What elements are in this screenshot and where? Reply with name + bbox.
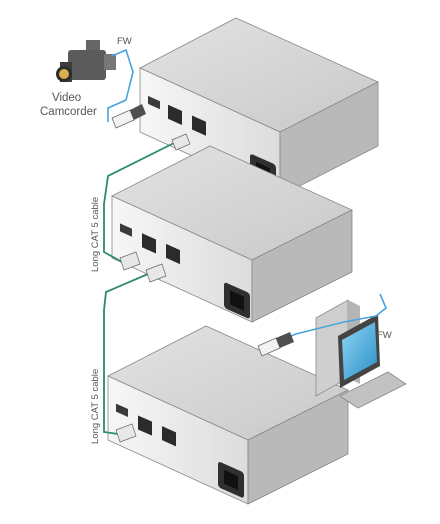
cat5-cable-lower [103,273,149,435]
rj45-port-out [162,426,176,447]
power-socket [218,462,244,498]
rj45-port-out [192,115,206,136]
cat5-cable-upper [103,141,177,263]
rj45-port-in [138,415,152,436]
extender-device-top [139,17,379,197]
extender-device-bottom [107,325,349,505]
rj45-port-in [168,104,182,126]
rj45-plug-upper-b [119,251,141,271]
rj45-plug-lower-a [145,263,167,283]
extender-device-middle [111,145,353,323]
device-side-panel [247,389,349,505]
rj45-plug-upper-a [171,133,191,151]
firewire-plug-top [111,104,146,129]
camcorder-icon [56,40,116,82]
rj45-port-in [142,233,156,254]
firewire-plug-pc [257,332,294,357]
device-side-panel [251,209,353,323]
cable-label-upper: Long CAT 5 cable [90,197,101,272]
camcorder-label-line2: Camcorder [40,106,97,118]
rj45-port-out [166,243,180,265]
hdmi-port [120,223,132,237]
firewire-cable-pc [285,293,387,339]
camcorder-label-line1: Video [52,92,81,104]
device-side-panel [279,81,379,197]
cable-label-lower: Long CAT 5 cable [90,369,101,444]
fw-label-right: FW [377,330,392,341]
rj45-plug-lower-b [115,423,137,443]
firewire-cable-top [107,48,134,122]
hdmi-port [148,95,160,110]
fw-label-top: FW [117,36,132,47]
power-socket [224,282,250,319]
computer-icon [315,299,407,409]
hdmi-port [116,403,128,417]
